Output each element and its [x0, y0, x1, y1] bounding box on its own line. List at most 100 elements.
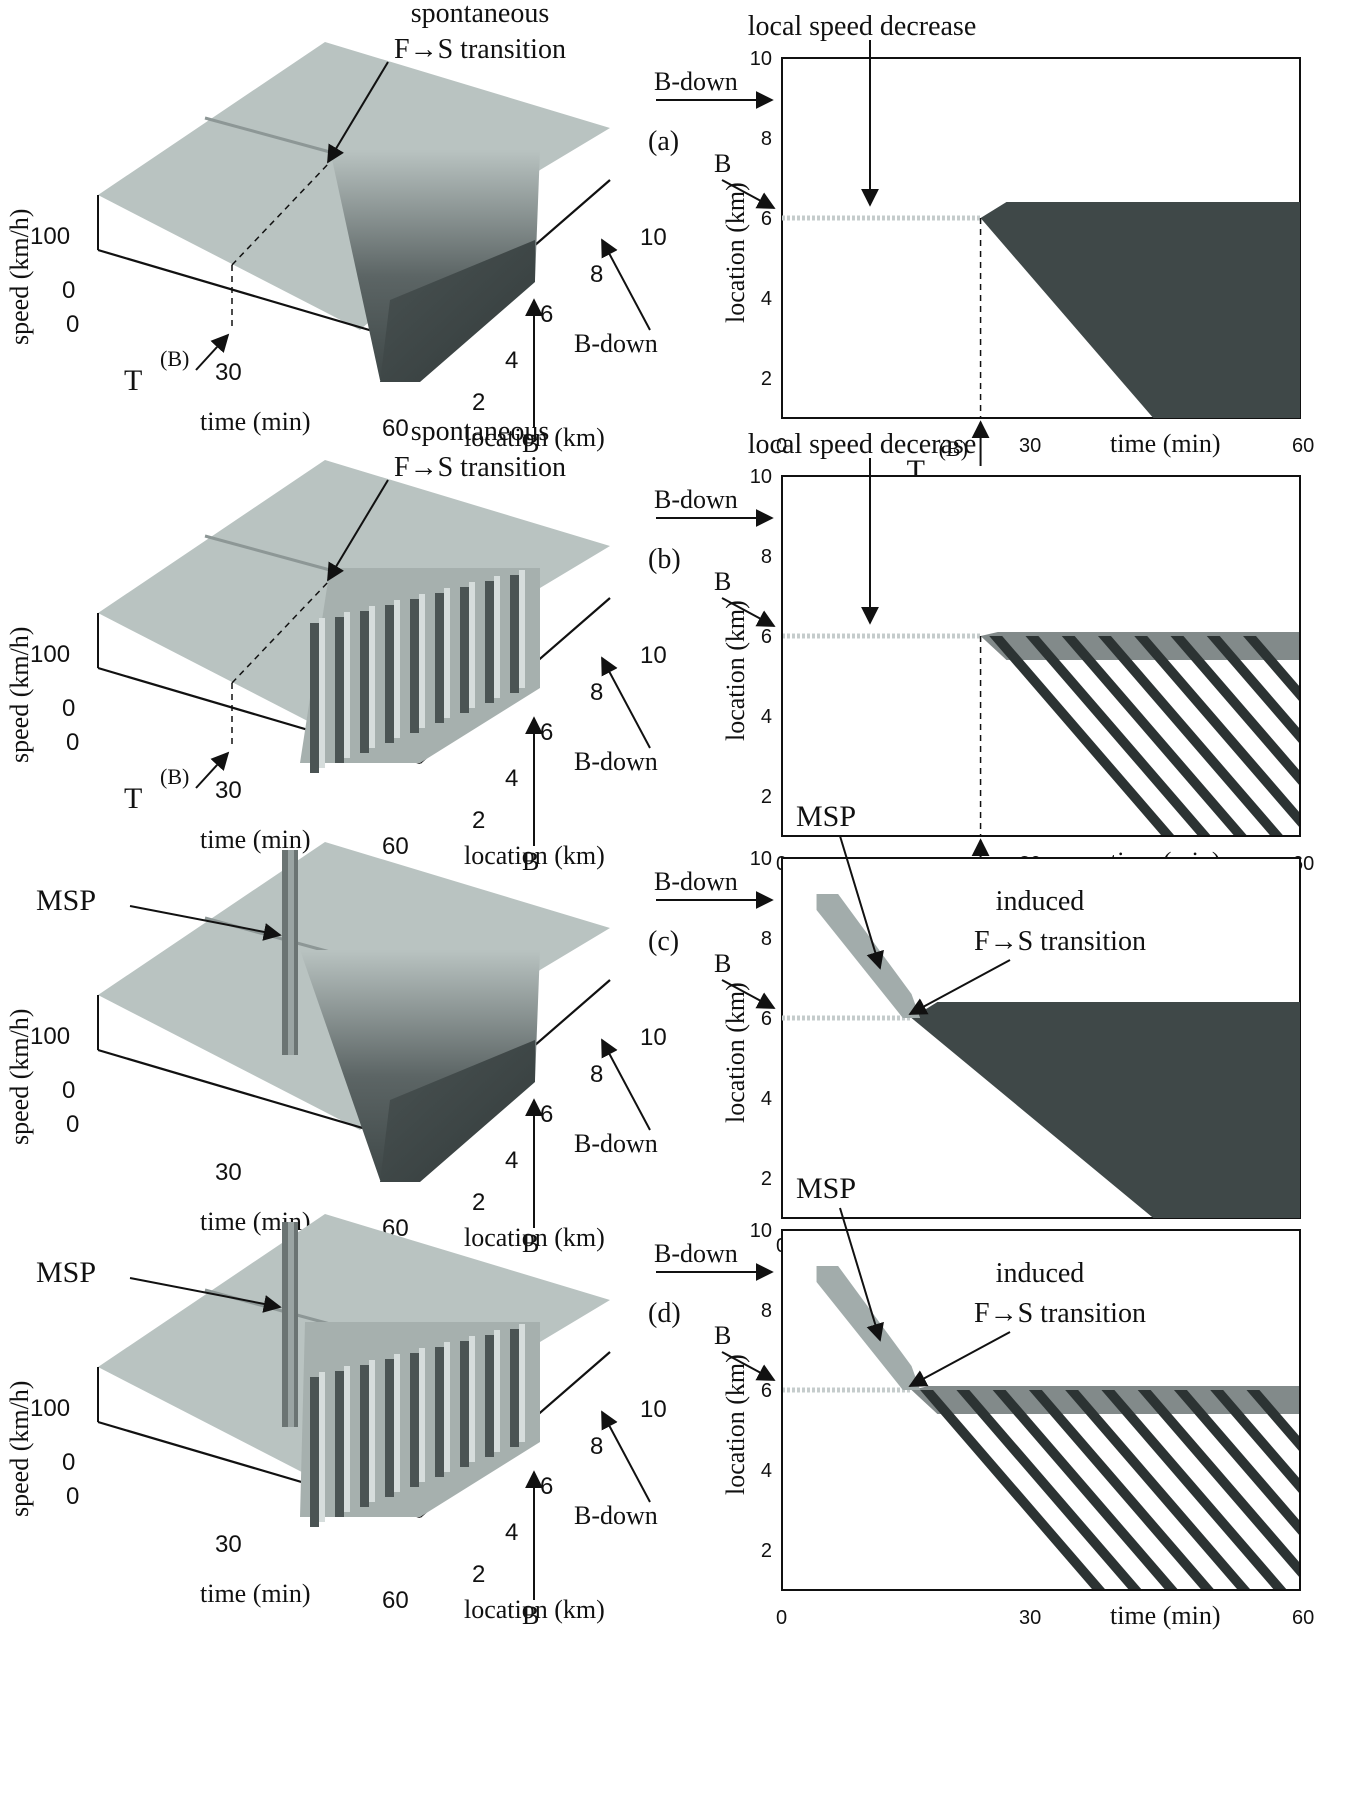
map-location-tick: 2: [761, 368, 772, 390]
location-tick-3d: 8: [590, 261, 603, 288]
transition-time-arrow: [195, 751, 230, 789]
map-location-tick: 8: [761, 928, 772, 950]
map-location-tick: 4: [761, 706, 772, 728]
map-clip: [1300, 1230, 1346, 1590]
map-downstream-label: B-down: [654, 867, 738, 896]
speed-axis-title: speed (km/h): [5, 1009, 34, 1145]
induced-label-line1: induced: [996, 1258, 1085, 1289]
downstream-arrow: [601, 1038, 651, 1131]
map-location-tick: 6: [761, 626, 772, 648]
map-location-tick: 8: [761, 546, 772, 568]
panel-label: (c): [648, 926, 679, 957]
location-tick-3d: 8: [590, 1061, 603, 1088]
transition-time-label: T: [124, 364, 142, 397]
spontaneous-arrow: [327, 61, 389, 164]
congestion-floor: [380, 1040, 535, 1182]
map-location-axis-title: location (km): [721, 982, 750, 1123]
downstream-label: B-down: [574, 1129, 658, 1158]
moving-jam-stripe: [335, 617, 344, 763]
location-tick-3d: 10: [640, 642, 667, 669]
moving-jam-stripe: [310, 1377, 319, 1527]
msp-arrow: [129, 1277, 282, 1313]
congestion-floor: [380, 240, 535, 382]
map-clip-bottom: [782, 1590, 1346, 1630]
speed-axis-title: speed (km/h): [5, 627, 34, 763]
time-axis-title: time (min): [200, 825, 310, 854]
downstream-label: B-down: [574, 329, 658, 358]
location-tick-3d: 10: [640, 1396, 667, 1423]
moving-jam-stripe: [460, 1341, 469, 1467]
induced-label-line2: F→S transition: [974, 926, 1146, 957]
map-bottleneck-arrow: [721, 179, 776, 209]
map-frame-overlay: [781, 475, 1301, 837]
spontaneous-label-line2: F→S transition: [394, 452, 566, 483]
map-time-tick-30: 30: [1019, 1607, 1041, 1629]
spontaneous-label-line2: F→S transition: [394, 34, 566, 65]
wave-highlight: [519, 1324, 525, 1442]
local-speed-decrease-label: local speed decerase: [748, 429, 977, 460]
map-time-tick-0: 0: [776, 1607, 787, 1629]
location-tick-3d: 6: [540, 719, 553, 746]
map-location-axis-title: location (km): [721, 600, 750, 741]
time-tick-0: 0: [66, 729, 79, 756]
wide-moving-jam: [1028, 1390, 1215, 1590]
time-tick-30: 30: [215, 1531, 242, 1558]
downstream-label: B-down: [574, 747, 658, 776]
wide-moving-jam: [956, 1390, 1143, 1590]
map-bottleneck-label: B: [714, 567, 731, 596]
bottleneck-ridge: [204, 116, 331, 154]
map-location-tick: 10: [750, 1220, 772, 1242]
wide-moving-jam: [1137, 1390, 1324, 1590]
msp-spike-highlight: [288, 850, 294, 1055]
speed-tick-0: 0: [62, 1077, 75, 1104]
wide-moving-jam: [1134, 636, 1320, 836]
moving-jam-stripe: [510, 575, 519, 693]
time-tick-0: 0: [66, 1111, 79, 1138]
wave-highlight: [494, 576, 500, 698]
local-speed-decrease-label: local speed decrease: [748, 11, 977, 42]
wave-highlight: [469, 1336, 475, 1462]
wave-highlight: [319, 618, 325, 768]
panel-label: (a): [648, 126, 679, 157]
bottleneck-label: B: [522, 1229, 539, 1258]
wide-moving-jam: [920, 1390, 1106, 1590]
wave-highlight: [369, 606, 375, 748]
wave-highlight: [344, 612, 350, 758]
wave-highlight: [319, 1372, 325, 1522]
map-msp-label: MSP: [796, 800, 856, 833]
location-tick-3d: 6: [540, 1473, 553, 1500]
wide-moving-jam: [1025, 636, 1212, 836]
msp-label: MSP: [36, 1256, 96, 1289]
map-bottleneck-label: B: [714, 949, 731, 978]
panel-label: (b): [648, 544, 681, 575]
map-bottleneck-label: B: [714, 149, 731, 178]
msp-spike-highlight: [288, 1222, 294, 1427]
map-downstream-label: B-down: [654, 485, 738, 514]
time-tick-30: 30: [215, 1159, 242, 1186]
speed-axis-title: speed (km/h): [5, 1381, 34, 1517]
map-bottleneck-arrow: [721, 979, 776, 1009]
transition-time-superscript: (B): [160, 346, 189, 371]
map-location-tick: 2: [761, 1168, 772, 1190]
synchronized-flow-region: [980, 202, 1300, 418]
moving-jam-stripe: [510, 1329, 519, 1447]
induced-arrow: [908, 1331, 1011, 1387]
transition-time-superscript: (B): [160, 764, 189, 789]
wave-highlight: [344, 1366, 350, 1512]
location-tick-3d: 6: [540, 301, 553, 328]
map-msp-arrow: [839, 835, 884, 970]
bottleneck-label: B: [522, 1601, 539, 1630]
map-downstream-label: B-down: [654, 1239, 738, 1268]
map-location-tick: 2: [761, 786, 772, 808]
map-bottleneck-arrow: [721, 597, 776, 627]
location-tick-3d: 8: [590, 679, 603, 706]
location-tick-3d: 8: [590, 1433, 603, 1460]
map-frame-overlay: [781, 1229, 1301, 1591]
downstream-label: B-down: [574, 1501, 658, 1530]
msp-label: MSP: [36, 884, 96, 917]
map-time-tick-60: 60: [1292, 435, 1314, 457]
moving-jam-stripe: [385, 1359, 394, 1497]
speed-tick-0: 0: [62, 1449, 75, 1476]
